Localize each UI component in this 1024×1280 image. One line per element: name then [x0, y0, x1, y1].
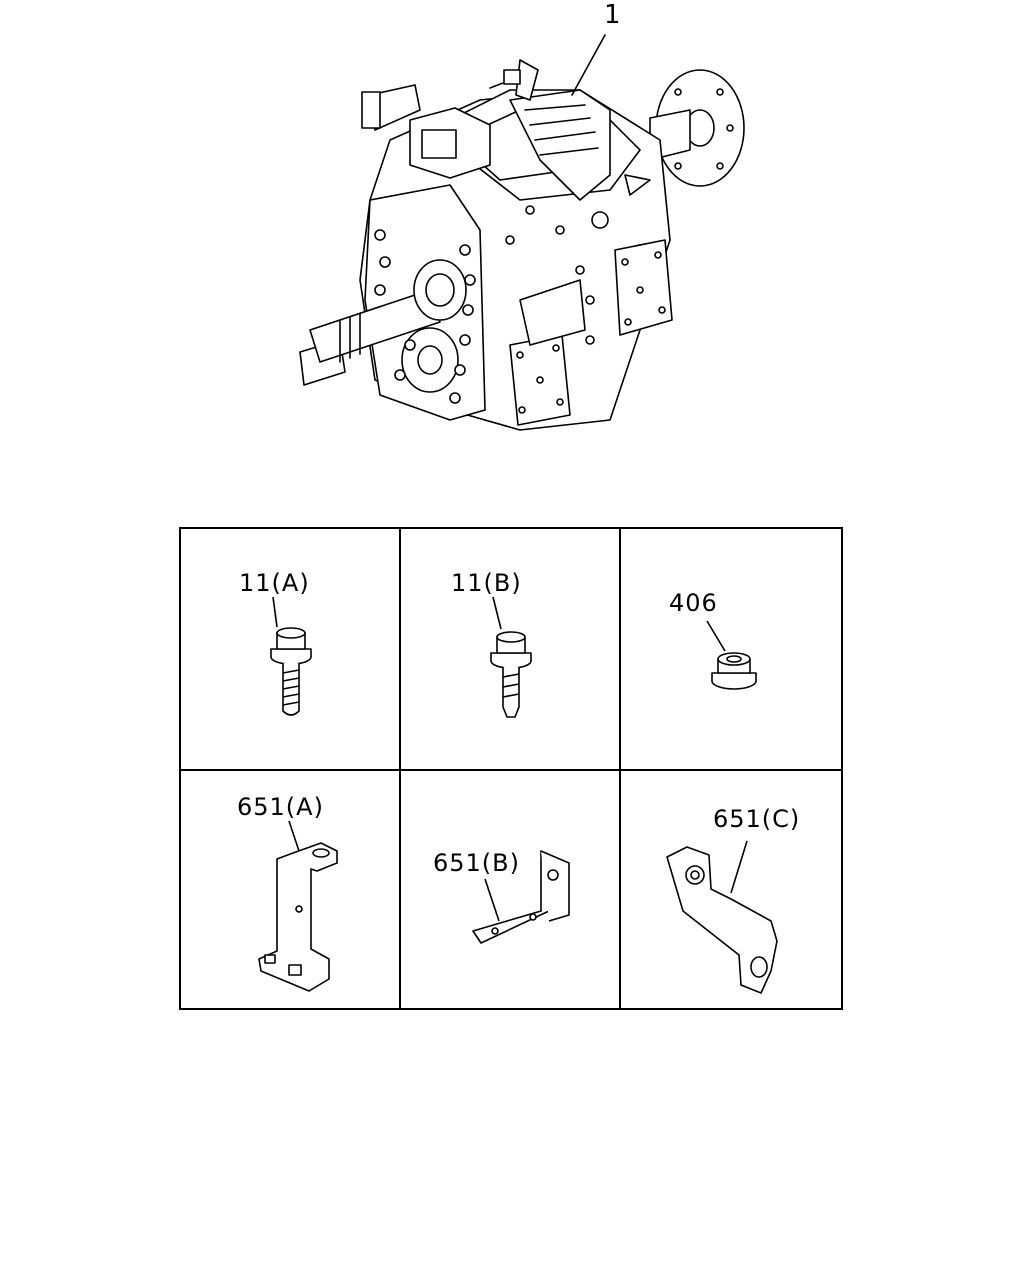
assembly-callout: 1 [604, 0, 621, 30]
part-label: 406 [669, 589, 718, 617]
bracket-icon [472, 850, 570, 944]
part-cell-651c: 651(C) [621, 771, 841, 1008]
part-cell-651b: 651(B) [401, 771, 621, 1008]
part-label: 651(A) [237, 793, 324, 821]
bracket-icon [666, 840, 778, 994]
bracket-icon [258, 820, 338, 992]
part-cell-406: 406 [621, 529, 841, 771]
part-label: 11(A) [239, 569, 310, 597]
part-cell-11a: 11(A) [181, 529, 401, 771]
flange-bolt-icon [270, 596, 312, 716]
flange-nut-icon [706, 620, 757, 690]
part-label: 651(C) [713, 805, 801, 833]
flange-bolt-icon [490, 596, 532, 718]
part-cell-11b: 11(B) [401, 529, 621, 771]
transmission-assembly [280, 0, 760, 440]
transmission-assembly-icon [299, 34, 745, 431]
part-label: 11(B) [451, 569, 522, 597]
part-label: 651(B) [433, 849, 520, 877]
parts-grid: 11(A) 11(B) 406 [179, 527, 843, 1010]
part-cell-651a: 651(A) [181, 771, 401, 1008]
